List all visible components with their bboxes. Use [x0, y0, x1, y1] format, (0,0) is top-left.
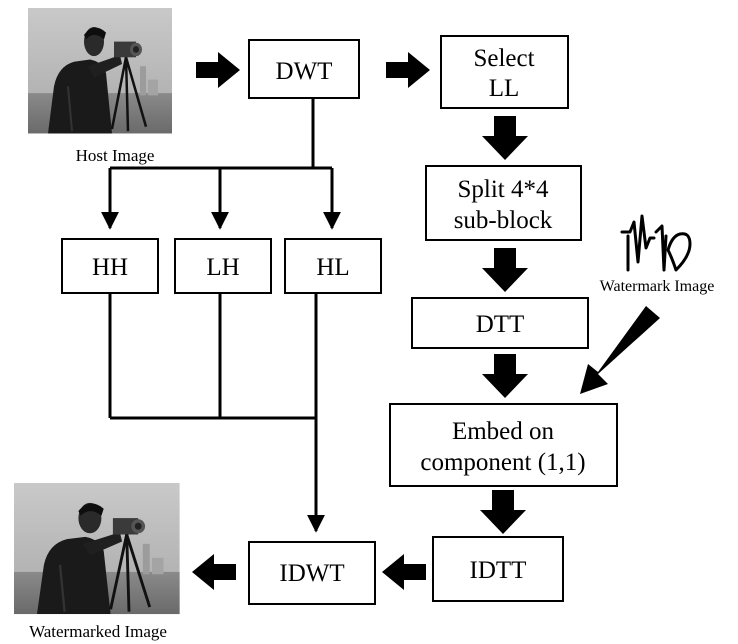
- arrow-host-to-dwt: [196, 52, 240, 88]
- select-ll-label-1: Select: [473, 45, 534, 72]
- dwt-label: DWT: [276, 58, 333, 85]
- hh-label: HH: [92, 254, 128, 281]
- select-ll-label-2: LL: [489, 75, 520, 102]
- embed-label-1: Embed on: [452, 418, 555, 445]
- watermark-image-caption: Watermark Image: [600, 278, 715, 295]
- dwt-branch-lines: [101, 98, 341, 230]
- dtt-label: DTT: [476, 311, 525, 338]
- arrow-select-to-split: [482, 116, 528, 160]
- hl-label: HL: [316, 254, 349, 281]
- arrow-watermark-to-embed: [580, 306, 660, 394]
- idwt-box: [248, 541, 376, 605]
- lh-label: LH: [206, 254, 239, 281]
- host-image: [26, 6, 174, 135]
- idtt-box: [432, 536, 564, 602]
- arrow-embed-to-idtt: [480, 490, 526, 534]
- select-ll-box: [440, 35, 569, 109]
- split-label-1: Split 4*4: [458, 176, 549, 203]
- watermarked-image-caption: Watermarked Image: [29, 622, 167, 641]
- watermark-image: [620, 214, 692, 272]
- dwt-box: [248, 39, 360, 99]
- arrow-dtt-to-embed: [482, 354, 528, 398]
- split-box: [425, 165, 582, 241]
- arrow-split-to-dtt: [482, 248, 528, 292]
- hl-box: [284, 238, 382, 294]
- arrow-dwt-to-select: [386, 52, 430, 88]
- merge-lines: [108, 293, 325, 533]
- lh-box: [174, 238, 272, 294]
- embed-box: [389, 403, 618, 487]
- host-image-caption: Host Image: [76, 146, 155, 165]
- hh-box: [61, 238, 159, 294]
- idwt-label: IDWT: [279, 560, 344, 587]
- split-label-2: sub-block: [454, 207, 553, 234]
- arrow-idtt-to-idwt: [382, 554, 426, 590]
- arrow-idwt-to-output: [192, 554, 236, 590]
- dtt-box: [411, 297, 589, 349]
- idtt-label: IDTT: [470, 557, 527, 584]
- watermarked-image: [12, 481, 182, 616]
- embed-label-2: component (1,1): [420, 449, 585, 476]
